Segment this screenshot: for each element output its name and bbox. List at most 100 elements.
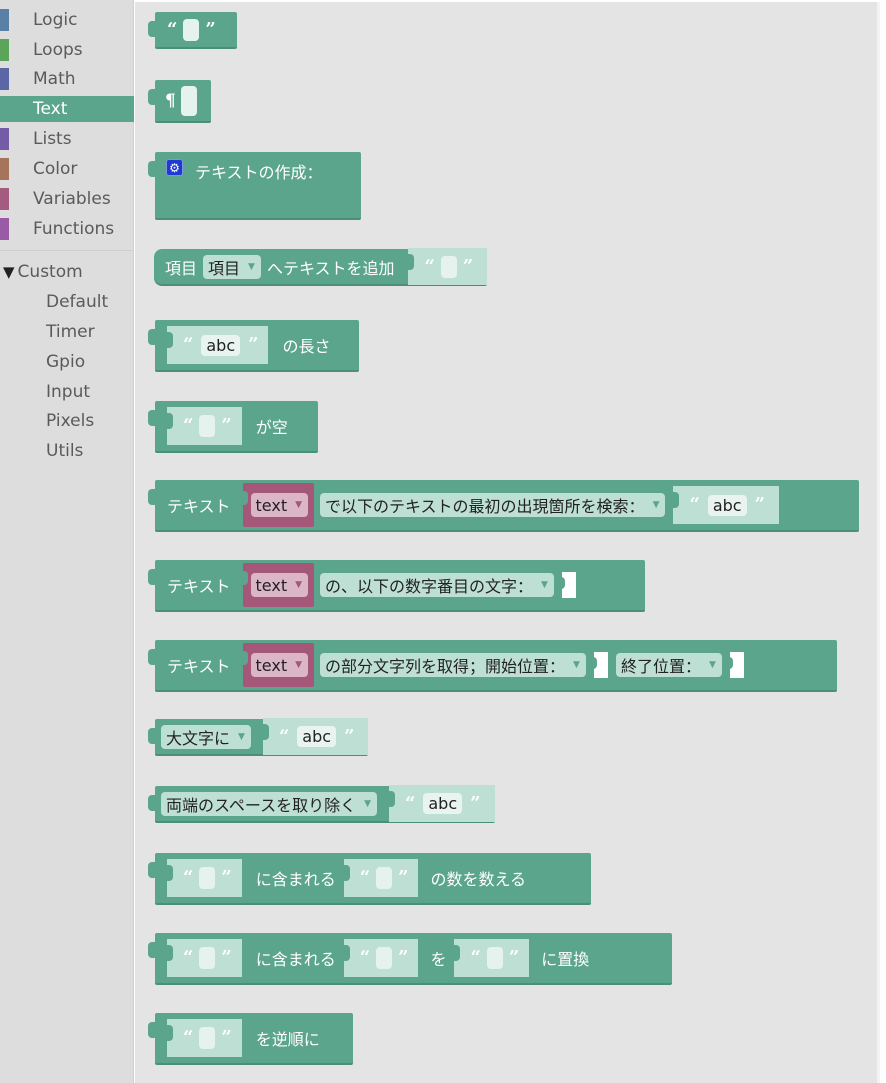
category-color-swatch [0, 218, 9, 240]
close-quote-icon: ” [398, 947, 409, 968]
text-input-field[interactable]: abc [423, 793, 463, 814]
text-input-field[interactable] [199, 1027, 216, 1049]
create-text-block[interactable]: ⚙ テキストの作成： [148, 152, 361, 220]
text-is-empty-block[interactable]: “ ” が空 [148, 401, 318, 453]
close-quote-icon: ” [221, 867, 232, 888]
start-position-dropdown[interactable]: の部分文字列を取得；開始位置：▼ [320, 653, 586, 677]
variable-block[interactable]: text▼ [242, 483, 315, 527]
find-mode-dropdown[interactable]: で以下のテキストの最初の出現箇所を検索： ▼ [320, 493, 666, 517]
category-loops[interactable]: Loops [0, 37, 134, 63]
text-literal-shadow[interactable]: “ ” [343, 859, 419, 897]
variable-block[interactable]: text▼ [242, 563, 315, 607]
start-number-slot[interactable] [590, 652, 608, 678]
category-functions[interactable]: Functions [0, 216, 134, 242]
text-char-at-block[interactable]: テキスト text▼ の、以下の数字番目の文字：▼ [148, 560, 645, 612]
category-timer[interactable]: Timer [46, 322, 95, 342]
close-quote-icon: ” [248, 334, 259, 355]
text-literal-shadow[interactable]: “ abc ” [389, 785, 495, 822]
text-index-of-block[interactable]: テキスト text▼ で以下のテキストの最初の出現箇所を検索：▼ “ abc ” [148, 480, 859, 532]
text-replace-block[interactable]: “ ” に含まれる “ ” を “ ” に置換 [148, 933, 672, 985]
category-custom[interactable]: ▼Custom [3, 260, 83, 284]
close-quote-icon: ” [221, 415, 232, 436]
text-input-field[interactable] [183, 18, 200, 41]
open-quote-icon: “ [183, 867, 194, 888]
number-input-slot[interactable] [558, 572, 576, 598]
text-input-field[interactable]: abc [707, 494, 747, 516]
category-variables[interactable]: Variables [0, 186, 134, 212]
close-quote-icon: ” [398, 867, 409, 888]
text-input-field[interactable]: abc [201, 334, 241, 356]
gear-icon[interactable]: ⚙ [166, 159, 183, 176]
block-label: の数を数える [430, 870, 526, 889]
text-count-block[interactable]: “ ” に含まれる “ ” の数を数える [148, 853, 591, 905]
output-tab [148, 942, 156, 958]
text-literal-shadow[interactable]: “ abc ” [167, 326, 269, 364]
output-tab [148, 1022, 156, 1038]
text-literal-shadow[interactable]: “ ” [167, 859, 242, 897]
text-literal-shadow[interactable]: “ abc ” [262, 718, 369, 755]
multiline-text-block[interactable]: ¶ [148, 80, 211, 123]
text-input-field[interactable] [199, 415, 216, 437]
text-literal-shadow[interactable]: “ abc ” [673, 486, 779, 524]
output-tab [148, 795, 156, 811]
category-input[interactable]: Input [46, 382, 91, 402]
append-text-block[interactable]: 項目 項目▼ へテキストを追加 “ ” [154, 248, 488, 286]
text-input-field[interactable] [199, 867, 216, 889]
text-literal-shadow[interactable]: “ ” [167, 939, 242, 977]
category-math[interactable]: Math [0, 66, 134, 92]
caret-down-icon: ▼ [295, 580, 303, 590]
variable-dropdown[interactable]: 項目▼ [203, 254, 261, 279]
category-logic[interactable]: Logic [0, 7, 134, 33]
text-substring-block[interactable]: テキスト text▼ の部分文字列を取得；開始位置：▼ 終了位置：▼ [148, 640, 837, 692]
text-input-field[interactable] [199, 947, 216, 969]
category-label: Custom [17, 262, 83, 282]
text-length-block[interactable]: “ abc ” の長さ [148, 320, 359, 372]
toolbox-separator [0, 250, 134, 251]
variable-dropdown[interactable]: text▼ [250, 493, 309, 517]
text-input-field[interactable] [376, 947, 393, 969]
category-text[interactable]: Text [0, 96, 134, 122]
text-input-field[interactable]: abc [297, 726, 337, 747]
text-literal-shadow[interactable]: “ ” [167, 1019, 242, 1057]
text-change-case-block[interactable]: 大文字に▼ “ abc ” [148, 718, 369, 756]
where-dropdown[interactable]: の、以下の数字番目の文字：▼ [320, 573, 554, 597]
caret-down-icon: ▼ [295, 660, 303, 670]
category-lists[interactable]: Lists [0, 126, 134, 152]
open-quote-icon: “ [183, 334, 194, 355]
output-tab [148, 569, 156, 585]
trim-mode-dropdown[interactable]: 両端のスペースを取り除く▼ [161, 791, 378, 816]
output-tab [148, 89, 156, 105]
category-default[interactable]: Default [46, 292, 109, 312]
text-input-field[interactable] [376, 867, 393, 889]
category-color[interactable]: Color [0, 156, 134, 182]
dropdown-value: で以下のテキストの最初の出現箇所を検索： [325, 497, 645, 516]
text-reverse-block[interactable]: “ ” を逆順に [148, 1013, 353, 1065]
variable-block[interactable]: text▼ [242, 643, 315, 687]
text-literal-block[interactable]: “ ” [148, 12, 237, 49]
close-quote-icon: ” [470, 792, 481, 814]
category-color-swatch [0, 158, 9, 180]
variable-dropdown[interactable]: text▼ [250, 573, 309, 597]
text-trim-block[interactable]: 両端のスペースを取り除く▼ “ abc ” [148, 785, 495, 823]
text-input-field[interactable] [440, 255, 457, 278]
category-utils[interactable]: Utils [46, 441, 84, 461]
category-color-swatch [0, 9, 9, 31]
case-dropdown[interactable]: 大文字に▼ [161, 724, 251, 749]
close-quote-icon: ” [344, 725, 355, 747]
category-label: Math [33, 69, 76, 89]
text-literal-shadow[interactable]: “ ” [408, 248, 488, 285]
category-gpio[interactable]: Gpio [46, 352, 86, 372]
text-literal-shadow[interactable]: “ ” [454, 939, 530, 977]
block-label: テキストの作成： [195, 163, 323, 182]
block-label: に置換 [541, 950, 590, 969]
text-literal-shadow[interactable]: “ ” [343, 939, 419, 977]
variable-dropdown[interactable]: text▼ [250, 653, 309, 677]
text-input-field[interactable] [180, 85, 197, 116]
text-literal-shadow[interactable]: “ ” [167, 407, 242, 445]
end-number-slot[interactable] [726, 652, 744, 678]
text-input-field[interactable] [486, 947, 503, 969]
caret-down-icon: ▼ [652, 500, 660, 510]
category-pixels[interactable]: Pixels [46, 411, 95, 431]
end-position-dropdown[interactable]: 終了位置：▼ [615, 653, 722, 677]
block-label: へテキストを追加 [266, 258, 395, 278]
